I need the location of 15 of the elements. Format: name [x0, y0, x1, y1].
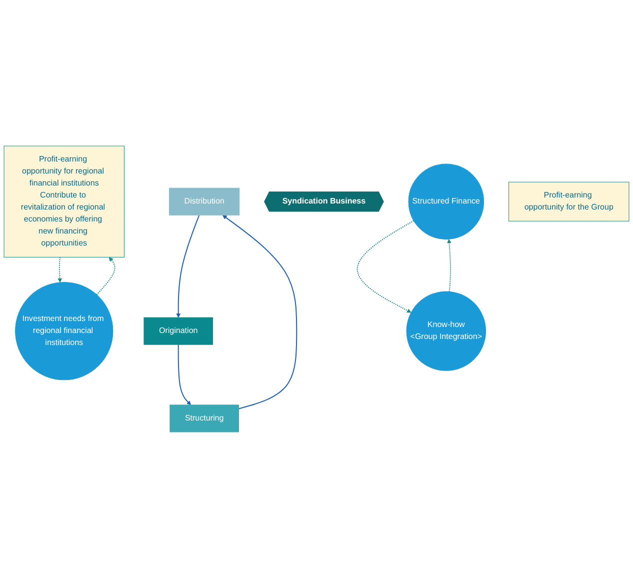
- node-box: Distribution: [169, 188, 240, 216]
- node-box: Structuring: [170, 404, 239, 432]
- node-circle: Know-how <Group Integration>: [406, 291, 486, 371]
- node-circle: Investment needs from regional financial institutions: [15, 282, 114, 380]
- arrow: [96, 257, 116, 296]
- node-box: Profit-earning opportunity for regional financial institutions Contribute to revitalization of regional economies by offering new financing opportunities: [4, 146, 124, 258]
- arrow: [356, 220, 414, 313]
- node-box: Profit-earning opportunity for the Group: [508, 182, 630, 222]
- node-box: Origination: [144, 317, 213, 345]
- arrow: [178, 344, 192, 406]
- arrow: [447, 238, 452, 292]
- node-circle: Structured Finance: [408, 164, 484, 240]
- arrow: [176, 214, 200, 318]
- arrow: [58, 256, 62, 283]
- arrow: [222, 214, 298, 410]
